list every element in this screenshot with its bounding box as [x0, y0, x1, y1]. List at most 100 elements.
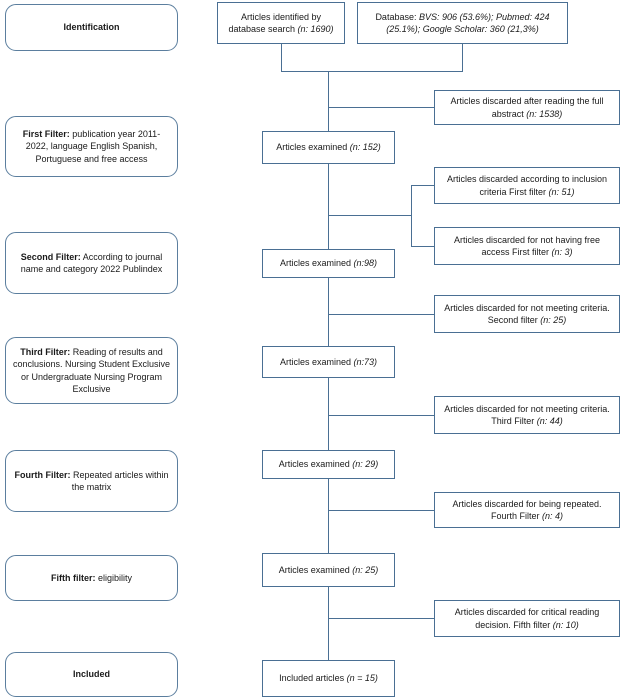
stage-label-fourth-filter-rest: Repeated articles within the matrix: [70, 469, 169, 492]
node-examined-152-value: (n: 152): [349, 142, 381, 153]
stage-label-fifth-filter-bold: Fifth filter:: [50, 572, 96, 583]
stage-box-fifth-filter: Fifth filter: eligibility: [5, 555, 178, 601]
connector-98-to-73: [328, 278, 329, 346]
node-examined-98: Articles examined (n:98): [262, 249, 395, 278]
node-discard-second-filter: Articles discarded for not meeting crite…: [434, 295, 620, 333]
node-discard-abstract: Articles discarded after reading the ful…: [434, 90, 620, 125]
node-discard-inclusion-criteria: Articles discarded according to inclusio…: [434, 167, 620, 204]
stage-label-first-filter-rest: publication year 2011-2022, language Eng…: [25, 129, 161, 164]
node-discard-second-filter-text: Articles discarded for not meeting crite…: [441, 302, 613, 326]
stage-label-second-filter-rest: According to journal name and category 2…: [20, 251, 163, 274]
node-included-15-label: Included articles: [279, 673, 347, 684]
node-articles-identified-value: (n: 1690): [297, 24, 334, 34]
connector-to-inclusion-criteria: [411, 185, 434, 186]
stage-label-third-filter: Third Filter: Reading of results and con…: [12, 346, 171, 395]
node-discard-free-access-text: Articles discarded for not having free a…: [441, 234, 613, 258]
connector-branch-second-filter-discard: [328, 314, 434, 315]
connector-database-down: [462, 44, 463, 71]
node-included-15-text: Included articles (n = 15): [279, 672, 378, 684]
node-discard-inclusion-criteria-text: Articles discarded according to inclusio…: [441, 173, 613, 197]
stage-label-third-filter-rest: Reading of results and conclusions. Nurs…: [12, 347, 171, 394]
stage-label-first-filter: First Filter: publication year 2011-2022…: [12, 128, 171, 164]
node-discard-repeated-value: (n: 4): [542, 511, 564, 521]
node-database-breakdown-value: BVS: 906 (53.6%); Pubmed: 424 (25.1%); G…: [386, 11, 550, 34]
node-discard-third-filter-value: (n: 44): [536, 416, 563, 426]
node-discard-repeated-text: Articles discarded for being repeated. F…: [441, 498, 613, 522]
stage-label-first-filter-bold: First Filter:: [22, 129, 70, 140]
connector-firstfilter-stub: [328, 215, 411, 216]
node-examined-73-text: Articles examined (n:73): [280, 356, 377, 368]
connector-trunk-to-152: [328, 71, 329, 131]
connector-branch-abstract-discard: [328, 107, 434, 108]
node-discard-abstract-value: (n: 1538): [526, 108, 563, 119]
stage-box-identification: Identification: [5, 4, 178, 51]
node-discard-abstract-text: Articles discarded after reading the ful…: [441, 95, 613, 119]
stage-label-included: Included: [72, 669, 110, 680]
stage-label-third-filter-bold: Third Filter:: [20, 347, 71, 358]
connector-identified-down: [281, 44, 282, 71]
node-articles-identified-label: Articles identified by database search: [228, 11, 322, 34]
stage-box-third-filter: Third Filter: Reading of results and con…: [5, 337, 178, 404]
node-discard-repeated: Articles discarded for being repeated. F…: [434, 492, 620, 528]
connector-merge-horizontal: [281, 71, 463, 72]
node-examined-98-text: Articles examined (n:98): [280, 257, 377, 269]
node-examined-152-label: Articles examined: [276, 142, 350, 153]
node-discard-third-filter: Articles discarded for not meeting crite…: [434, 396, 620, 434]
stage-label-fourth-filter-bold: Fourth Filter:: [14, 469, 71, 480]
node-discard-inclusion-criteria-value: (n: 51): [548, 186, 575, 197]
node-discard-third-filter-label: Articles discarded for not meeting crite…: [444, 403, 610, 426]
node-examined-29-value: (n: 29): [352, 459, 379, 470]
node-discard-second-filter-label: Articles discarded for not meeting crite…: [444, 302, 610, 325]
node-discard-critical-reading-value: (n: 10): [552, 619, 579, 630]
node-examined-29-label: Articles examined: [278, 459, 353, 470]
stage-label-fifth-filter-rest: eligibility: [95, 572, 132, 583]
node-examined-73-label: Articles examined: [279, 356, 354, 367]
node-discard-abstract-label: Articles discarded after reading the ful…: [450, 96, 604, 119]
stage-label-identification: Identification: [63, 22, 120, 33]
stage-label-fourth-filter: Fourth Filter: Repeated articles within …: [12, 469, 171, 493]
node-examined-29: Articles examined (n: 29): [262, 450, 395, 479]
node-articles-identified-text: Articles identified by database search (…: [224, 11, 338, 35]
node-discard-critical-reading-label: Articles discarded for critical reading …: [454, 607, 600, 630]
node-examined-25: Articles examined (n: 25): [262, 553, 395, 587]
node-examined-25-text: Articles examined (n: 25): [279, 564, 379, 576]
stage-box-second-filter: Second Filter: According to journal name…: [5, 232, 178, 294]
node-discard-inclusion-criteria-label: Articles discarded according to inclusio…: [446, 174, 608, 197]
node-discard-third-filter-text: Articles discarded for not meeting crite…: [441, 403, 613, 427]
node-examined-152: Articles examined (n: 152): [262, 131, 395, 164]
node-included-15-value: (n = 15): [346, 673, 378, 684]
node-examined-25-label: Articles examined: [278, 564, 353, 575]
stage-box-first-filter: First Filter: publication year 2011-2022…: [5, 116, 178, 177]
node-database-breakdown: Database: BVS: 906 (53.6%); Pubmed: 424 …: [357, 2, 568, 44]
node-articles-identified: Articles identified by database search (…: [217, 2, 345, 44]
node-examined-29-text: Articles examined (n: 29): [279, 458, 379, 470]
node-discard-second-filter-value: (n: 25): [540, 315, 567, 325]
node-examined-152-text: Articles examined (n: 152): [276, 141, 381, 153]
node-database-breakdown-text: Database: BVS: 906 (53.6%); Pubmed: 424 …: [364, 11, 561, 35]
node-database-breakdown-label: Database:: [375, 11, 419, 22]
node-discard-free-access-value: (n: 3): [551, 247, 573, 257]
connector-branch-third-filter-discard: [328, 415, 434, 416]
node-included-15: Included articles (n = 15): [262, 660, 395, 697]
connector-25-to-included: [328, 587, 329, 660]
stage-box-included: Included: [5, 652, 178, 697]
node-discard-critical-reading-text: Articles discarded for critical reading …: [441, 606, 613, 630]
node-examined-98-label: Articles examined: [279, 258, 354, 269]
connector-152-to-98: [328, 164, 329, 250]
stage-label-second-filter: Second Filter: According to journal name…: [12, 251, 171, 275]
stage-box-fourth-filter: Fourth Filter: Repeated articles within …: [5, 450, 178, 512]
node-examined-73-value: (n:73): [353, 356, 378, 367]
stage-label-fifth-filter: Fifth filter: eligibility: [51, 572, 132, 584]
node-discard-free-access-label: Articles discarded for not having free a…: [453, 234, 601, 257]
connector-branch-repeated-discard: [328, 510, 434, 511]
connector-29-to-25: [328, 479, 329, 553]
connector-branch-critical-reading-discard: [328, 618, 434, 619]
connector-to-free-access: [411, 246, 434, 247]
node-discard-critical-reading: Articles discarded for critical reading …: [434, 600, 620, 637]
connector-firstfilter-riser: [411, 185, 412, 246]
node-examined-25-value: (n: 25): [352, 564, 379, 575]
node-discard-free-access: Articles discarded for not having free a…: [434, 227, 620, 265]
stage-label-second-filter-bold: Second Filter:: [20, 251, 81, 262]
connector-73-to-29: [328, 378, 329, 450]
